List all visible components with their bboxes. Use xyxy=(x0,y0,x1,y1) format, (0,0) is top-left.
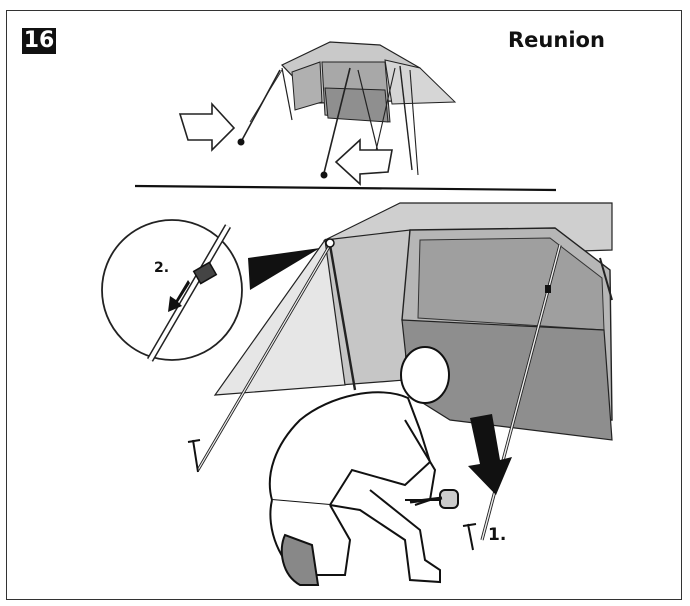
callout-step-two: 2. xyxy=(154,260,169,276)
product-name: Reunion xyxy=(508,28,605,52)
mallet-icon xyxy=(439,489,459,509)
stake-icon xyxy=(187,439,201,473)
step-number-badge: 16 xyxy=(22,28,56,54)
pole-foot-dot xyxy=(320,171,328,179)
person-kneeling xyxy=(268,346,459,586)
tent-closeup xyxy=(187,202,613,551)
pole-foot-dot xyxy=(237,138,245,146)
down-arrow-icon xyxy=(168,280,190,312)
section-divider xyxy=(134,184,557,192)
hand-arrow-icon xyxy=(178,101,236,152)
detail-zoom: 2. xyxy=(101,219,320,362)
hand-arrow-icon xyxy=(334,138,393,186)
down-arrow-icon xyxy=(468,414,512,495)
callout-step-one: 1. xyxy=(488,525,506,545)
buckle-icon xyxy=(192,261,218,285)
pole-clip xyxy=(545,285,551,293)
tent-overview xyxy=(178,41,457,186)
stake-icon xyxy=(462,523,477,551)
page-frame xyxy=(6,10,682,600)
